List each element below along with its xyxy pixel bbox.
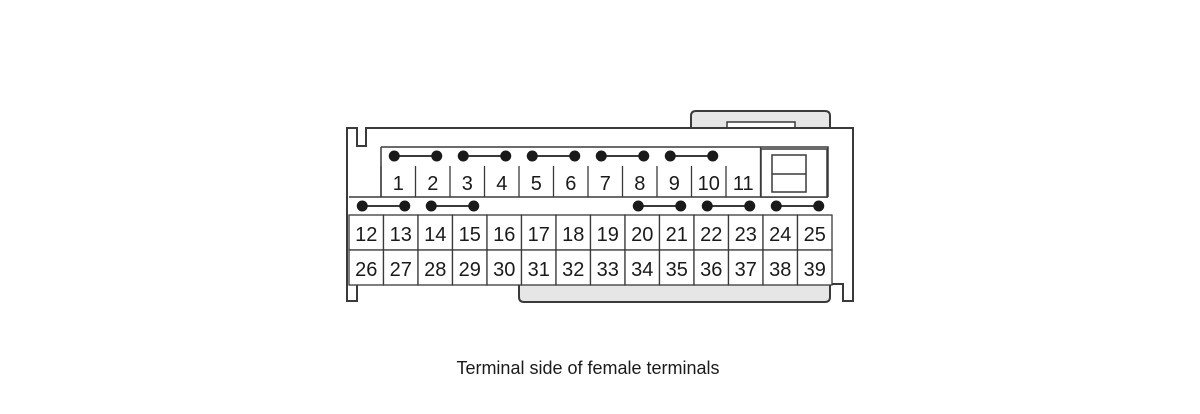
diagram-caption: Terminal side of female terminals (456, 358, 720, 378)
pin-cell-35 (658, 249, 695, 286)
pin-label-2: 2 (427, 173, 438, 195)
pin-label-3: 3 (462, 173, 473, 195)
pin-label-27: 27 (390, 259, 412, 281)
pin-label-34: 34 (631, 259, 653, 281)
shorting-bar-7-8 (595, 150, 650, 162)
pin-cell-13 (382, 214, 419, 251)
pin-cell-19 (589, 214, 626, 251)
pin-label-15: 15 (459, 224, 481, 246)
pin-label-36: 36 (700, 259, 722, 281)
pin-cell-15 (451, 214, 488, 251)
pin-cell-22 (693, 214, 730, 251)
pin-label-32: 32 (562, 259, 584, 281)
pin-label-7: 7 (600, 173, 611, 195)
pin-cell-31 (520, 249, 557, 286)
pin-label-21: 21 (666, 224, 688, 246)
pin-label-37: 37 (735, 259, 757, 281)
shorting-bar-1-2 (388, 150, 443, 162)
shorting-bar-14-15 (425, 200, 480, 212)
shorting-bar-5-6 (526, 150, 581, 162)
pin-label-29: 29 (459, 259, 481, 281)
shorting-bar-22-23 (701, 200, 756, 212)
shorting-bar-3-4 (457, 150, 512, 162)
pin-cell-21 (658, 214, 695, 251)
pin-label-5: 5 (531, 173, 542, 195)
pin-cells (348, 147, 833, 286)
shorting-bar-9-10 (664, 150, 719, 162)
pin-cell-20 (624, 214, 661, 251)
pin-label-35: 35 (666, 259, 688, 281)
pin-cell-25 (796, 214, 833, 251)
pin-cell-38 (762, 249, 799, 286)
connector-bottom-rail (518, 283, 831, 303)
shorting-bar-12-13 (356, 200, 411, 212)
pin-cell-27 (382, 249, 419, 286)
pin-label-18: 18 (562, 224, 584, 246)
pin-cell-36 (693, 249, 730, 286)
pin-label-11: 11 (733, 173, 754, 195)
pin-cell-28 (417, 249, 454, 286)
connector-housing (346, 127, 854, 302)
pin-cell-34 (624, 249, 661, 286)
pin-label-17: 17 (528, 224, 550, 246)
pin-label-28: 28 (424, 259, 446, 281)
pin-cell-26 (348, 249, 385, 286)
pin-cell-17 (520, 214, 557, 251)
pin-label-30: 30 (493, 259, 515, 281)
pin-label-24: 24 (769, 224, 791, 246)
pin-cell-29 (451, 249, 488, 286)
pin-cell-24 (762, 214, 799, 251)
shorting-bar-20-21 (632, 200, 687, 212)
pin-label-8: 8 (634, 173, 645, 195)
pin-label-4: 4 (496, 173, 507, 195)
pin-label-25: 25 (804, 224, 826, 246)
pin-label-38: 38 (769, 259, 791, 281)
pin-label-19: 19 (597, 224, 619, 246)
pin-label-22: 22 (700, 224, 722, 246)
pin-label-9: 9 (669, 173, 680, 195)
pin-label-26: 26 (355, 259, 377, 281)
pin-label-23: 23 (735, 224, 757, 246)
pin-cell-23 (727, 214, 764, 251)
pin-cell-30 (486, 249, 523, 286)
pin-label-6: 6 (565, 173, 576, 195)
pin-label-39: 39 (804, 259, 826, 281)
pin-label-10: 10 (698, 173, 720, 195)
shorting-bars (356, 150, 825, 212)
pin-label-31: 31 (528, 259, 550, 281)
pin-label-20: 20 (631, 224, 653, 246)
shorting-bar-24-25 (770, 200, 825, 212)
pin-label-13: 13 (390, 224, 412, 246)
pin-label-33: 33 (597, 259, 619, 281)
pin-label-12: 12 (355, 224, 377, 246)
pin-cell-18 (555, 214, 592, 251)
pin-label-16: 16 (493, 224, 515, 246)
pin-cell-39 (796, 249, 833, 286)
pin-label-1: 1 (393, 173, 404, 195)
pin-label-14: 14 (424, 224, 446, 246)
